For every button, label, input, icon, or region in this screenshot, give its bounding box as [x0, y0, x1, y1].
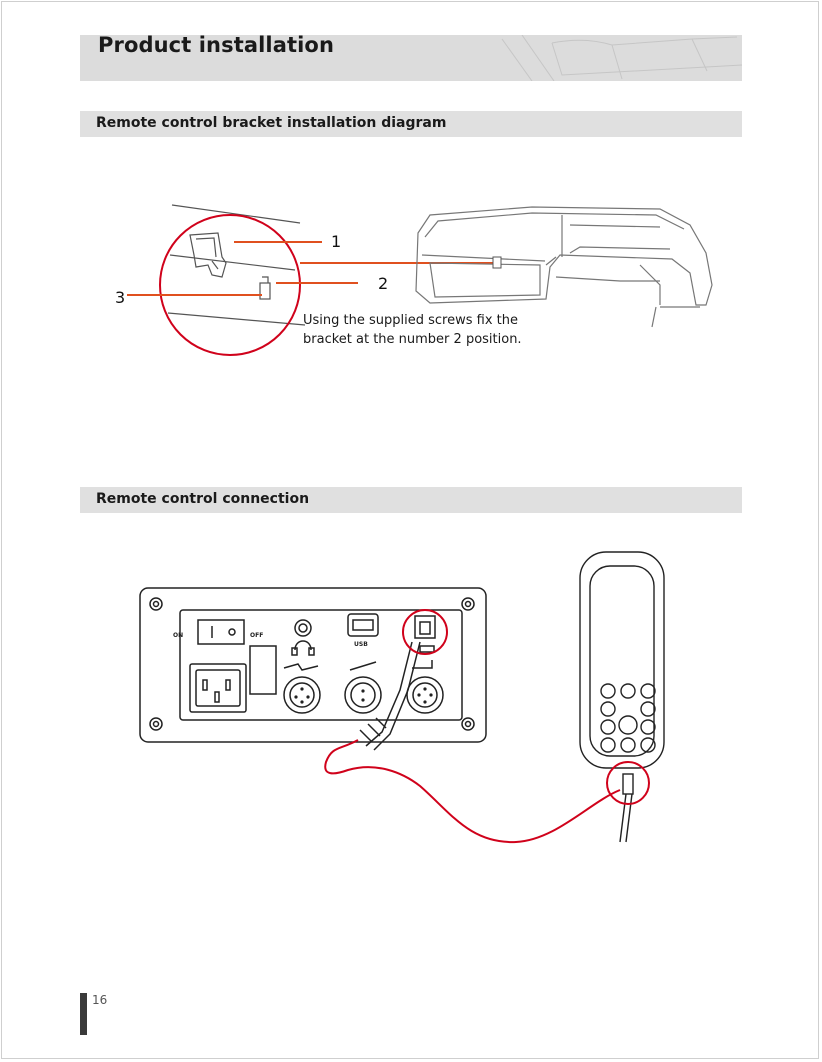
page-number: 16 [92, 993, 108, 1007]
section-title: Remote control bracket installation diag… [96, 115, 447, 131]
section-header-connection: Remote control connection [80, 487, 742, 513]
section-title: Remote control connection [96, 491, 310, 507]
label-usb: USB [354, 641, 368, 648]
remote-connection-diagram: ON OFF USB [139, 551, 665, 844]
header-bed-sketch-icon [501, 35, 742, 81]
magnifier-circle [159, 214, 301, 356]
control-panel [139, 587, 487, 743]
callout-1: 1 [331, 232, 342, 251]
callout-3: 3 [115, 288, 126, 307]
bracket-installation-diagram [127, 204, 713, 356]
connection-cable [324, 739, 621, 844]
port-highlight-circle [402, 609, 448, 655]
page-header: Product installation [80, 35, 742, 81]
section-header-bracket: Remote control bracket installation diag… [80, 111, 742, 137]
remote-control [579, 551, 665, 843]
label-on: ON [173, 632, 183, 639]
label-off: OFF [250, 632, 263, 639]
plug-highlight-circle [606, 761, 650, 805]
bracket-caption: Using the supplied screws fix the bracke… [303, 313, 522, 347]
footer-bar [80, 993, 87, 1035]
callout-2: 2 [378, 274, 389, 293]
page-title: Product installation [98, 35, 334, 57]
